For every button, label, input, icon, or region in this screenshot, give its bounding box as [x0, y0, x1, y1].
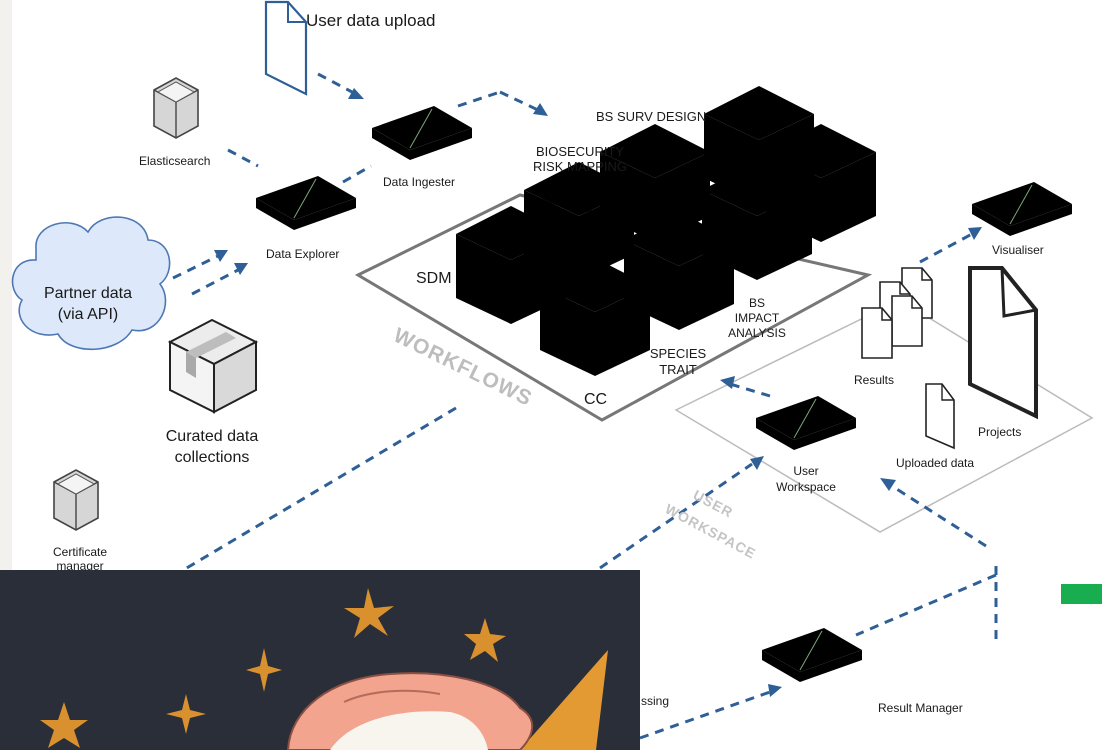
biosecurity-label-line2: RISK MAPPING: [533, 159, 627, 174]
cloud-icon: [11, 216, 171, 351]
star-icon: [40, 702, 88, 748]
star-icon: [166, 694, 206, 734]
user-workspace-node-label-line1: User: [793, 464, 818, 478]
partner-data-label-line2: (via API): [58, 306, 118, 323]
bs-surv-design-label: BS SURV DESIGN: [596, 109, 706, 124]
unicorn-illustration: [40, 588, 608, 750]
workflows-zone: [354, 193, 873, 422]
bs-impact-label-line2: IMPACT: [735, 311, 780, 325]
package-icon: [167, 318, 259, 414]
results-label: Results: [854, 373, 894, 387]
data-explorer-label: Data Explorer: [266, 247, 339, 261]
document-icon: [861, 267, 933, 359]
star-icon: [464, 618, 506, 662]
uploaded-data-label: Uploaded data: [896, 456, 974, 470]
green-tab: [1061, 584, 1102, 604]
user-workspace-node[interactable]: [755, 395, 857, 451]
star-icon: [246, 648, 282, 692]
cc-label: CC: [584, 391, 607, 408]
result-manager-node[interactable]: [761, 627, 863, 683]
sdm-label: SDM: [416, 270, 452, 287]
certificate-manager-label-line1: Certificate: [53, 545, 107, 559]
star-icon: [344, 588, 394, 638]
species-trait-label-line1: SPECIES: [650, 346, 707, 361]
species-trait-label-line2: TRAIT: [659, 362, 697, 377]
data-explorer-node[interactable]: [255, 175, 357, 231]
user-workspace-zone: [674, 299, 1094, 533]
projects-label: Projects: [978, 425, 1021, 439]
bs-impact-label-line1: BS: [749, 296, 765, 310]
server-icon: [53, 469, 99, 531]
certificate-manager-label-line2: manager: [56, 559, 103, 573]
unicorn-horn: [520, 650, 608, 750]
user-data-upload-label: User data upload: [306, 11, 435, 30]
partner-data-label-line1: Partner data: [44, 285, 132, 302]
bs-impact-label-line3: ANALYSIS: [728, 326, 786, 340]
visualiser-label: Visualiser: [992, 243, 1044, 257]
data-ingester-node[interactable]: [371, 105, 473, 161]
uploaded-data-document-icon: [925, 383, 955, 450]
processing-label-fragment: ssing: [641, 694, 669, 708]
visualiser-node[interactable]: [971, 181, 1073, 237]
database-icon: [153, 77, 199, 139]
unicorn-illustration-panel: [0, 570, 640, 750]
result-manager-label: Result Manager: [878, 701, 963, 715]
biosecurity-label-line1: BIOSECURITY: [536, 144, 624, 159]
elasticsearch-label: Elasticsearch: [139, 154, 210, 168]
curated-data-label-line2: collections: [175, 449, 250, 466]
user-workspace-node-label-line2: Workspace: [776, 480, 836, 494]
curated-data-label-line1: Curated data: [166, 428, 259, 445]
user-upload-document-icon: [264, 0, 308, 96]
projects-document-icon: [968, 266, 1038, 420]
data-flow-arrows: [172, 72, 998, 740]
data-ingester-label: Data Ingester: [383, 175, 455, 189]
